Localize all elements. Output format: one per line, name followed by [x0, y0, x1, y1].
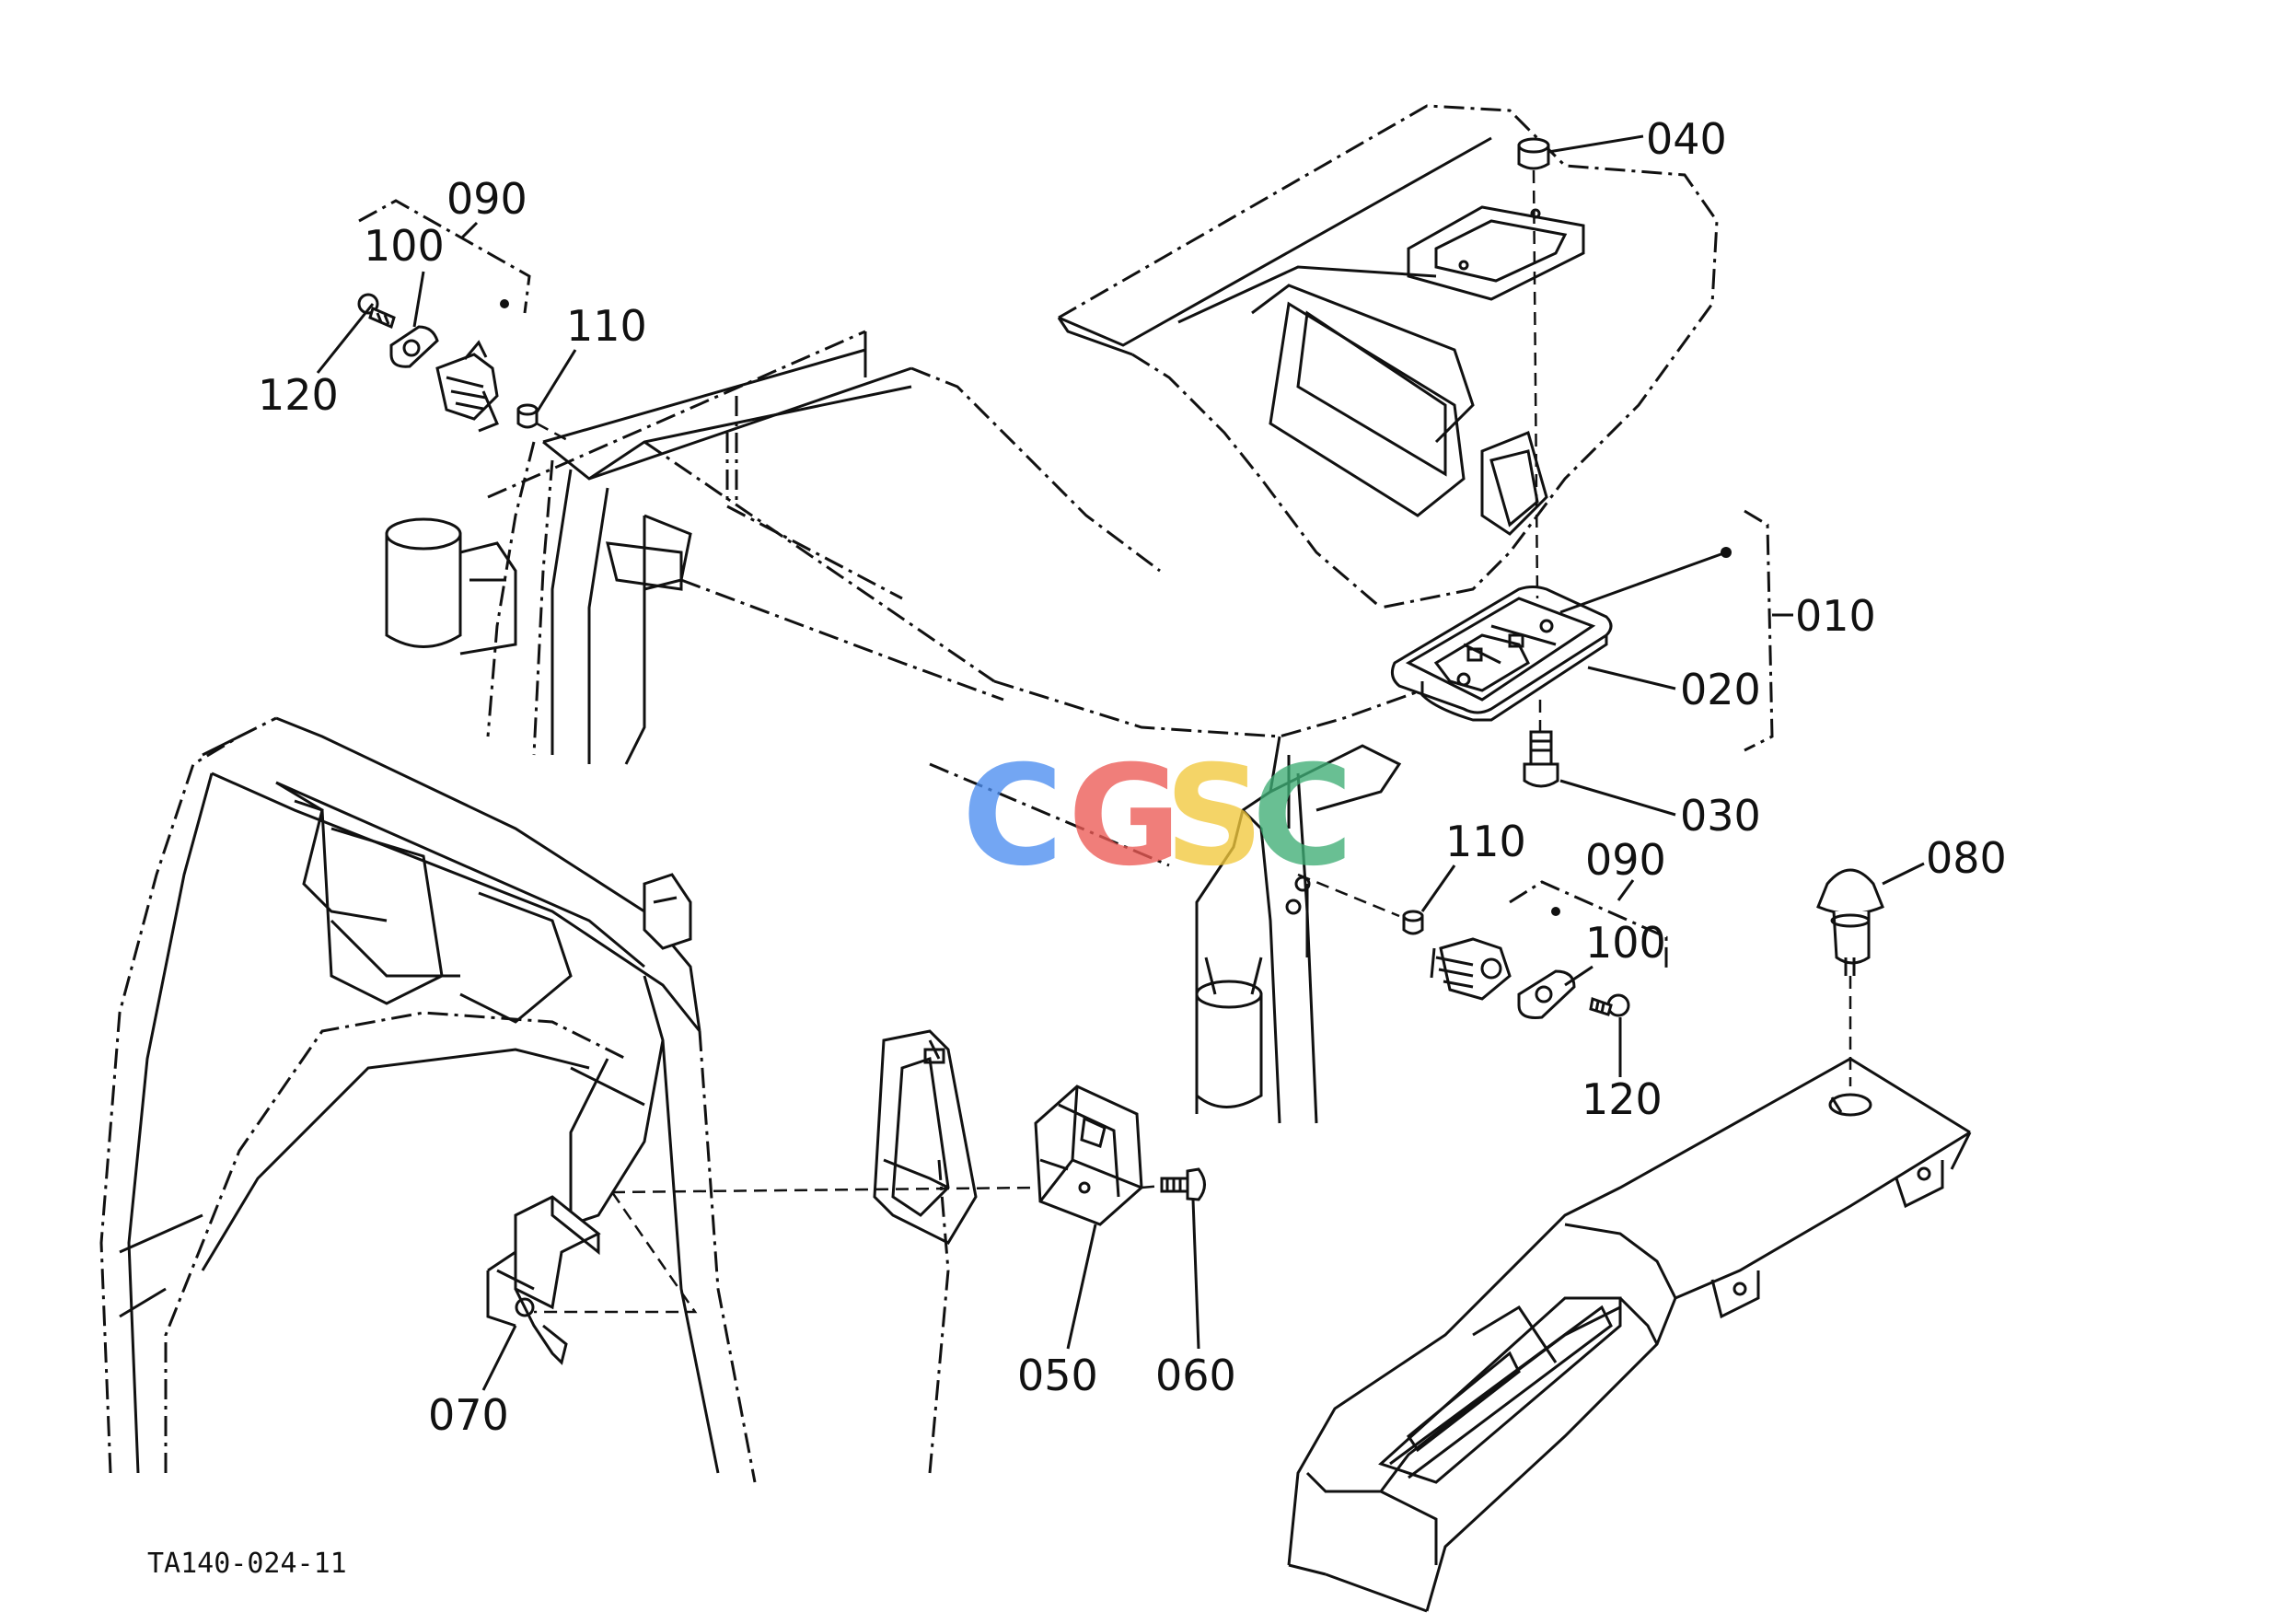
label-120-lower: 120 — [1582, 1074, 1663, 1124]
front-frame — [99, 716, 950, 1483]
label-040: 040 — [1646, 114, 1727, 164]
label-090-lower: 090 — [1585, 835, 1666, 885]
leader-lines — [316, 134, 1925, 1391]
floor-panel — [1287, 1057, 1972, 1613]
label-100-lower: 100 — [1585, 918, 1666, 968]
bolt-030 — [1523, 730, 1559, 788]
label-070: 070 — [428, 1390, 509, 1440]
cab-frame — [486, 330, 1529, 1124]
bracket-070 — [486, 1195, 601, 1365]
diagram-code: TA140-024-11 — [147, 1548, 347, 1580]
watermark-logo: C G S C — [962, 737, 1353, 897]
door-latch-upper — [357, 293, 539, 433]
nut-040 — [1517, 137, 1550, 170]
label-060: 060 — [1155, 1351, 1236, 1400]
label-110-upper: 110 — [566, 301, 647, 351]
alignment-lines — [534, 169, 1852, 1314]
label-050: 050 — [1017, 1351, 1098, 1400]
label-020: 020 — [1680, 665, 1761, 714]
label-110-lower: 110 — [1445, 817, 1526, 866]
door-latch-lower — [1402, 907, 1630, 1019]
label-080: 080 — [1926, 833, 2007, 883]
switch-recess — [873, 1029, 978, 1245]
callout-labels: 040 010 020 030 080 110 090 100 120 050 … — [258, 114, 2007, 1440]
switch-050 — [1034, 1085, 1143, 1226]
label-090-upper: 090 — [446, 174, 527, 224]
watermark-letter-s: S — [1165, 737, 1264, 897]
label-030: 030 — [1680, 791, 1761, 841]
watermark-letter-c1: C — [962, 737, 1063, 897]
label-100-upper: 100 — [364, 221, 445, 271]
hinge-post — [385, 517, 517, 655]
watermark-letter-g: G — [1068, 737, 1181, 897]
label-010: 010 — [1795, 591, 1876, 641]
roof-panel — [1057, 104, 1719, 609]
watermark-letter-c2: C — [1252, 737, 1353, 897]
label-120-upper: 120 — [258, 370, 339, 420]
knob-080 — [1816, 868, 1884, 976]
screw-060 — [1160, 1167, 1206, 1201]
